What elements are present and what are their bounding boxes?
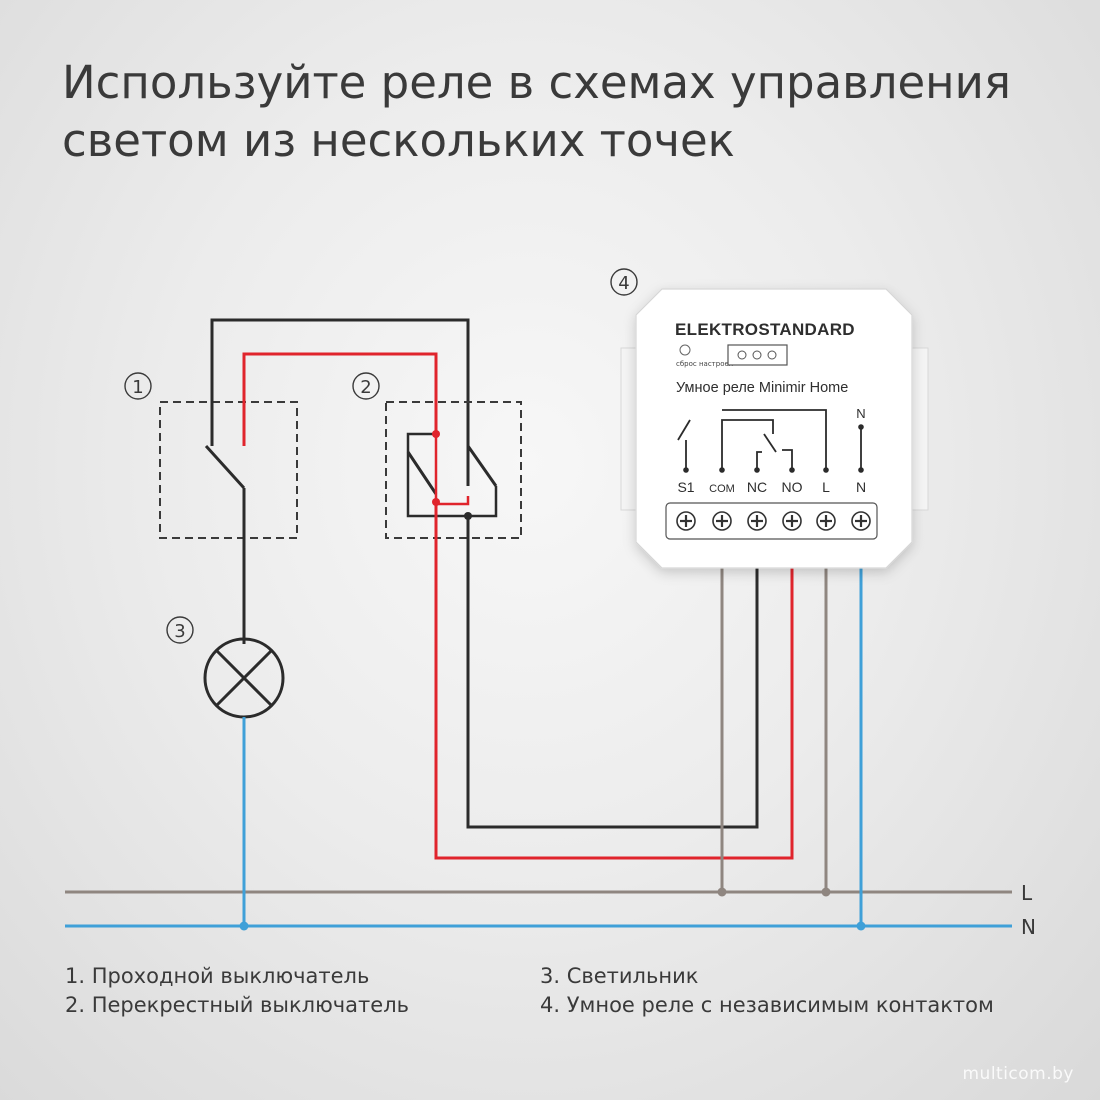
marker-2: 2 — [360, 377, 371, 398]
inner-dot-l — [823, 467, 829, 473]
marker-1-circle — [124, 372, 152, 400]
terminal-label-n: N — [856, 479, 866, 495]
terminal-screw-n-icon — [851, 511, 871, 531]
terminal-block — [665, 502, 878, 540]
switch-2-red-link — [434, 434, 470, 506]
switch-2-node-red-top — [432, 430, 440, 438]
terminal-label-com: COM — [709, 483, 735, 495]
lamp-cross-b — [214, 648, 274, 708]
bus-label-n: N — [1021, 915, 1036, 939]
terminal-label-nc: NC — [747, 479, 767, 495]
terminal-screw-nc-icon — [747, 511, 767, 531]
relay-inner-n-label: N — [856, 406, 865, 421]
terminal-label-no: NO — [782, 479, 803, 495]
marker-1: 1 — [132, 377, 143, 398]
switch-2-bracket-left — [406, 432, 468, 518]
terminal-label-s1: S1 — [677, 479, 694, 495]
switch-1-box — [159, 401, 298, 539]
reset-indicator-icon — [679, 344, 691, 356]
title-line-2: светом из нескольких точек — [62, 114, 735, 167]
switch-1-blade — [204, 444, 246, 490]
node-n-n — [856, 921, 866, 931]
relay-model: Умное реле Minimir Home — [676, 380, 848, 396]
watermark: multicom.by — [962, 1064, 1074, 1084]
relay-module: ELEKTROSTANDARD сброс настроек Умное рел… — [620, 288, 929, 569]
node-l-l — [821, 887, 831, 897]
marker-2-circle — [352, 372, 380, 400]
marker-3-circle — [166, 616, 194, 644]
led-1-icon — [737, 350, 747, 360]
switch-2-box — [385, 401, 522, 539]
legend-item-2: 2. Перекрестный выключатель — [65, 993, 409, 1017]
relay-side-tab-right — [909, 347, 929, 511]
marker-4: 4 — [618, 273, 629, 294]
reset-label: сброс настроек — [676, 360, 733, 368]
inner-dot-n-top — [858, 424, 864, 430]
terminal-screw-l-icon — [816, 511, 836, 531]
marker-3: 3 — [174, 621, 185, 642]
relay-brand: ELEKTROSTANDARD — [675, 320, 855, 339]
title-line-1: Используйте реле в схемах управления — [62, 56, 1011, 109]
legend-right: 3. Светильник 4. Умное реле с независимы… — [540, 962, 994, 1020]
node-lamp-neutral — [239, 921, 249, 931]
inner-dot-s1 — [683, 467, 689, 473]
inner-dot-no — [789, 467, 795, 473]
node-com-l — [717, 887, 727, 897]
switch-2-blade-right — [466, 445, 498, 487]
led-panel — [727, 344, 788, 366]
led-3-icon — [767, 350, 777, 360]
switch-2-bracket-right — [468, 486, 498, 518]
legend-item-3: 3. Светильник — [540, 964, 699, 988]
legend-item-4: 4. Умное реле с независимым контактом — [540, 993, 994, 1017]
led-2-icon — [752, 350, 762, 360]
inner-dot-n — [858, 467, 864, 473]
page-title: Используйте реле в схемах управления све… — [62, 54, 1062, 170]
relay-body — [635, 288, 913, 569]
marker-4-circle — [610, 268, 638, 296]
terminal-screw-com-icon — [712, 511, 732, 531]
bus-label-l: L — [1021, 881, 1033, 905]
inner-dot-nc — [754, 467, 760, 473]
wire-red-to-relay — [434, 502, 794, 860]
legend-left: 1. Проходной выключатель 2. Перекрестный… — [65, 962, 409, 1020]
terminal-screw-s1-icon — [676, 511, 696, 531]
relay-inner-schematic — [677, 409, 862, 468]
inner-dot-com — [719, 467, 725, 473]
switch-2-blade-left — [406, 451, 438, 495]
wire-red-top — [242, 352, 438, 446]
terminal-label-l: L — [822, 479, 830, 495]
terminal-screw-no-icon — [782, 511, 802, 531]
wire-black-to-relay — [466, 516, 759, 829]
legend-item-1: 1. Проходной выключатель — [65, 964, 370, 988]
